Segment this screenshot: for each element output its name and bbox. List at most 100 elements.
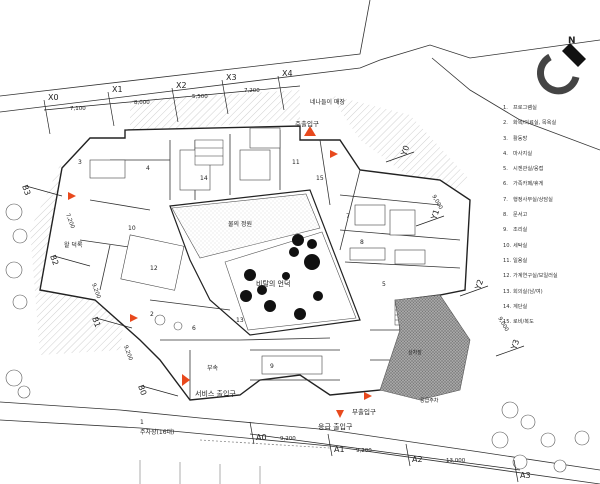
axis-label-a: A0 [256, 433, 267, 442]
axis-line-x [277, 75, 285, 111]
landscape-trees [5, 203, 590, 473]
legend-item: 15.로비/복도 [503, 319, 534, 326]
axis-label-y: Y3 [509, 338, 521, 351]
axis-dimension-label: 9,200 [90, 283, 101, 300]
courtyard-trees [240, 234, 323, 320]
north-arrow-icon: N [537, 36, 586, 95]
street-label: 네나들이 매장 [310, 98, 346, 106]
parking-right-label: 응급주차 [420, 397, 439, 404]
axis-label-x: X1 [112, 85, 123, 94]
legend-item: 8.문서고 [503, 212, 528, 219]
axis-label-b: B1 [90, 316, 102, 329]
emergency-entrance-label: 응급 출입구 [318, 422, 353, 431]
legend-item: 5.시젠관실/응접 [503, 166, 544, 173]
axis-label-b: B2 [48, 254, 60, 267]
axis-label-y: Y2 [473, 278, 485, 291]
axis-label-x: X0 [48, 93, 59, 102]
legend-item: 3.활동방 [503, 135, 528, 142]
axis-line-y [385, 151, 415, 163]
legend-item: 7.행정사무실/상담실 [503, 196, 553, 203]
hospice-entrance-label: 부출입구 [352, 407, 376, 416]
axis-label-x: X2 [176, 81, 187, 90]
legend-item: 14.계단실 [503, 303, 528, 310]
annex-label: 부속 [207, 364, 219, 372]
legend-item: 4.마사지실 [503, 150, 533, 157]
legend-item: 9.조리실 [503, 227, 528, 234]
legend-item: 10.세탁실 [503, 242, 528, 249]
service-entrance-label: 서비스 출입구 [195, 389, 236, 398]
axis-dimension-label: 9,200 [280, 436, 296, 442]
room-number: 2 [150, 311, 154, 318]
axis-line-x [221, 79, 229, 115]
room-number: 3 [78, 159, 82, 166]
axis-line-y [415, 215, 445, 227]
room-number: 4 [146, 165, 150, 172]
room-number: 13 [236, 317, 244, 324]
axis-label-a: A2 [412, 455, 423, 464]
axis-dimension-line [249, 433, 521, 471]
axis-line-y [495, 345, 525, 357]
axis-label-x: X4 [282, 69, 293, 78]
furniture [89, 127, 426, 375]
axis-dimension-label: 7,100 [70, 106, 86, 112]
legend-item: 13.회의실(남/여) [503, 288, 543, 295]
axis-dimension-label: 5,500 [192, 94, 208, 100]
axis-label-b: B3 [20, 184, 32, 197]
hill-label: 비탈의 언덕 [256, 279, 290, 288]
legend-item: 12.가계연구실/보일러실 [503, 273, 558, 280]
room-number: 6 [192, 325, 196, 332]
axis-line-b [95, 317, 133, 329]
axis-line-x [171, 87, 179, 123]
room-number: 11 [292, 159, 300, 166]
axis-label-x: X3 [226, 73, 237, 82]
room-number: 15 [316, 175, 324, 182]
room-number: 8 [360, 239, 364, 246]
axis-dimension-label: 8,000 [134, 100, 150, 106]
axis-label-y: Y0 [399, 144, 411, 157]
axis-label-a: A1 [334, 445, 345, 454]
axis-line-b [53, 255, 91, 267]
axis-dimension-line [43, 85, 301, 111]
room-number: 7 [346, 213, 350, 220]
legend-item: 2.화목/의료실, 목욕실 [503, 120, 557, 127]
room-legend: 1.프로그램실 2.화목/의료실, 목욕실 3.활동방 4.마사지실 5.시젠관… [503, 104, 599, 333]
room-number: 5 [382, 281, 386, 288]
room-number: 1 [140, 419, 144, 426]
plan-labels: 네나들이 매장 주출입구 물의 정원 비탈의 언덕 왈 덕록 부속 서비스 출입… [64, 98, 439, 436]
axis-line-x [43, 99, 51, 135]
entrance-markers [68, 126, 372, 418]
legend-item: 11.일용실 [503, 257, 528, 264]
axis-line-a [249, 421, 255, 445]
axis-line-y [459, 285, 489, 297]
axis-line-x [107, 91, 115, 127]
parking-left-label: 주차장(16대) [140, 428, 174, 436]
wall-deck-label: 왈 덕록 [64, 241, 83, 249]
legend-item: 6.가족카페/휴게 [503, 181, 544, 188]
axis-dimension-label: 7,200 [244, 88, 260, 94]
north-label: N [568, 36, 576, 46]
room-number: 9 [270, 363, 274, 370]
room-number: 14 [200, 175, 208, 182]
emergency-parking-paving [379, 294, 471, 401]
axis-dimension-label: 7,200 [64, 213, 75, 230]
legend-item: 1.프로그램실 [503, 105, 537, 111]
axis-label-y: Y1 [429, 208, 441, 221]
loading-label: 상차장 [408, 349, 422, 356]
room-number: 10 [128, 225, 136, 232]
axis-line-b [141, 385, 179, 397]
axis-dimension-label: 9,200 [356, 448, 372, 454]
main-entrance-label: 주출입구 [295, 119, 319, 128]
axis-dimension-label: 13,000 [446, 458, 466, 464]
axis-line-b [25, 185, 63, 197]
axis-label-b: B0 [136, 384, 148, 397]
axis-dimension-label: 9,200 [122, 345, 133, 362]
water-garden-label: 물의 정원 [228, 220, 252, 228]
axis-line-a [513, 459, 519, 483]
courtyard [169, 189, 361, 336]
axis-label-a: A3 [520, 471, 531, 480]
room-number: 12 [150, 265, 158, 272]
